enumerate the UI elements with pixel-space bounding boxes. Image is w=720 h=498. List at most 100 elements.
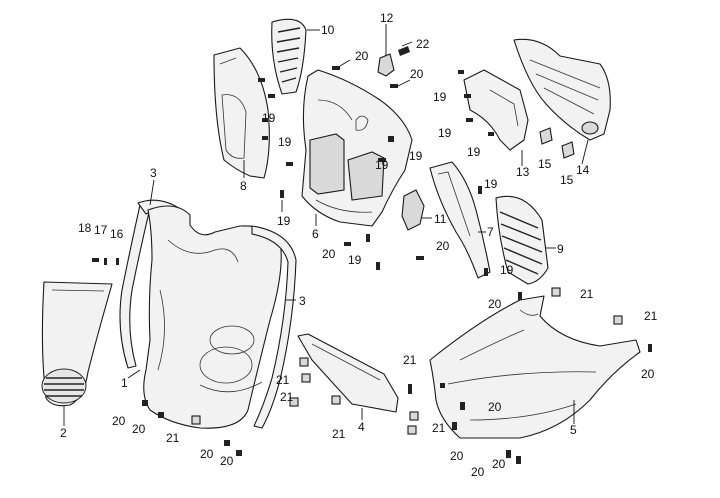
callout-20-d: 20 xyxy=(436,239,450,253)
clip-nut-icon xyxy=(299,357,309,367)
part-4-side-cover xyxy=(297,333,399,413)
callout-18: 18 xyxy=(78,221,92,235)
screw-icon xyxy=(376,262,380,270)
screw-icon xyxy=(378,158,386,162)
screw-icon xyxy=(460,402,465,410)
callout-21-e: 21 xyxy=(280,390,294,404)
part-14-carrier-plate xyxy=(513,38,611,141)
callout-21-b: 21 xyxy=(644,309,658,323)
callout-20-k: 20 xyxy=(112,414,126,428)
screw-icon xyxy=(268,94,275,98)
callout-20-i: 20 xyxy=(471,465,485,479)
screw-icon xyxy=(258,78,265,82)
callout-21-g: 21 xyxy=(432,421,446,435)
callout-20-e: 20 xyxy=(488,297,502,311)
callout-16: 16 xyxy=(110,227,124,241)
callout-20-a: 20 xyxy=(355,49,369,63)
callout-17: 17 xyxy=(94,223,108,237)
callout-19-k: 19 xyxy=(500,263,514,277)
part-2-front-lower-cover xyxy=(41,281,113,407)
screw-icon xyxy=(478,186,482,194)
callout-21-h: 21 xyxy=(166,431,180,445)
callout-20-f: 20 xyxy=(641,367,655,381)
screw-icon xyxy=(280,190,284,198)
part-15-clip-a xyxy=(539,127,553,145)
screw-icon xyxy=(518,292,522,300)
part-3-right-trim xyxy=(251,225,297,429)
clip-nut-icon xyxy=(289,397,299,407)
screw-icon xyxy=(516,456,521,464)
screw-icon xyxy=(332,66,340,70)
screw-icon xyxy=(466,118,473,122)
callout-21-d: 21 xyxy=(276,373,290,387)
part-5-floor-panel xyxy=(429,295,641,439)
callout-20-c: 20 xyxy=(322,247,336,261)
screw-icon xyxy=(488,132,494,136)
callout-3-left: 3 xyxy=(150,166,157,180)
part-1-front-panel xyxy=(143,205,282,429)
callout-9: 9 xyxy=(557,242,564,256)
vent-grille-icon xyxy=(276,27,301,83)
callout-19-f: 19 xyxy=(409,149,423,163)
callout-5: 5 xyxy=(570,423,577,437)
callout-15-b: 15 xyxy=(560,173,574,187)
part-6-inner-leg-shield xyxy=(301,69,413,227)
vent-grille-icon xyxy=(499,211,543,275)
callout-13: 13 xyxy=(516,165,530,179)
screw-icon xyxy=(440,383,445,388)
screw-icon xyxy=(388,136,394,142)
part-13-bracket-plate xyxy=(463,69,529,151)
callout-14: 14 xyxy=(576,163,590,177)
callout-3-right: 3 xyxy=(299,294,306,308)
clip-nut-icon xyxy=(613,315,623,325)
part-11-bracket xyxy=(401,189,425,231)
callout-21-c: 21 xyxy=(403,353,417,367)
part-12-hook xyxy=(377,53,395,77)
part-22-clip xyxy=(398,46,410,56)
leader-lines xyxy=(63,24,589,426)
callout-20-j: 20 xyxy=(492,457,506,471)
part-15-clip-b xyxy=(561,141,575,159)
clip-nut-icon xyxy=(409,411,419,421)
callout-11: 11 xyxy=(434,212,447,226)
screw-icon xyxy=(366,234,370,242)
callout-12: 12 xyxy=(380,11,394,25)
clip-nut-icon xyxy=(551,287,561,297)
screw-icon xyxy=(116,258,119,265)
screw-icon xyxy=(262,118,268,122)
clip-nut-icon xyxy=(407,425,417,435)
screw-icon xyxy=(390,84,398,88)
screw-icon xyxy=(236,450,242,456)
callout-19-a: 19 xyxy=(262,111,276,125)
screw-icon xyxy=(458,70,464,74)
callout-22: 22 xyxy=(416,37,430,51)
callout-6: 6 xyxy=(312,227,319,241)
callout-20-l: 20 xyxy=(132,422,146,436)
screw-icon xyxy=(452,422,457,430)
clip-nut-icon xyxy=(331,395,341,405)
callout-20-h: 20 xyxy=(450,449,464,463)
callout-20-g: 20 xyxy=(488,400,502,414)
callout-19-d: 19 xyxy=(348,253,362,267)
callout-19-j: 19 xyxy=(484,177,498,191)
screw-icon xyxy=(92,258,99,262)
callout-21-f: 21 xyxy=(332,427,346,441)
callout-19-i: 19 xyxy=(467,145,481,159)
part-10-upper-grille xyxy=(271,18,307,95)
screw-icon xyxy=(464,94,471,98)
callout-19-h: 19 xyxy=(438,126,452,140)
callout-20-n: 20 xyxy=(220,454,234,468)
screw-icons xyxy=(92,66,652,464)
callout-8: 8 xyxy=(240,179,247,193)
callout-19-g: 19 xyxy=(433,90,447,104)
part-8-left-side-panel xyxy=(213,47,270,179)
screw-icon xyxy=(286,162,293,166)
part-9-right-grille xyxy=(495,195,549,285)
screw-icon xyxy=(648,344,652,352)
callout-19-e: 19 xyxy=(375,158,389,172)
callout-20-b: 20 xyxy=(410,67,424,81)
callout-20-m: 20 xyxy=(200,447,214,461)
callout-2: 2 xyxy=(60,426,67,440)
